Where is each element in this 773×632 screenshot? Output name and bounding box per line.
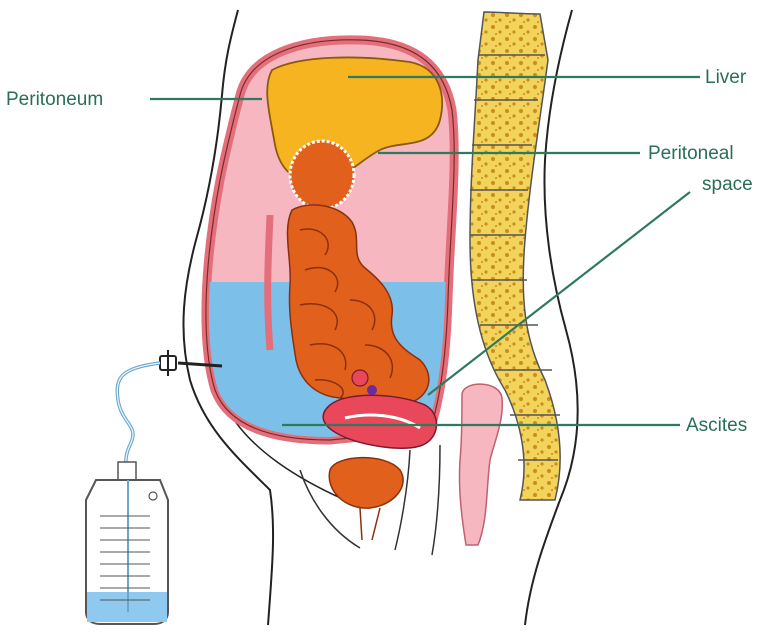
mesentery	[268, 215, 270, 350]
liver-label: Liver	[705, 67, 747, 88]
rectum	[459, 384, 502, 545]
ovary	[352, 370, 368, 386]
bladder	[329, 458, 403, 509]
ascites-label: Ascites	[686, 415, 747, 436]
drainage-bag-icon	[86, 462, 168, 624]
peritoneum-label: Peritoneum	[6, 89, 103, 110]
peritoneal-space-label-line2: space	[702, 174, 753, 195]
stomach	[290, 141, 354, 209]
catheter-connector	[160, 350, 176, 376]
peritoneal-space-label-line1: Peritoneal	[648, 143, 734, 164]
peritoneal-space-leader-diagonal	[428, 192, 690, 395]
